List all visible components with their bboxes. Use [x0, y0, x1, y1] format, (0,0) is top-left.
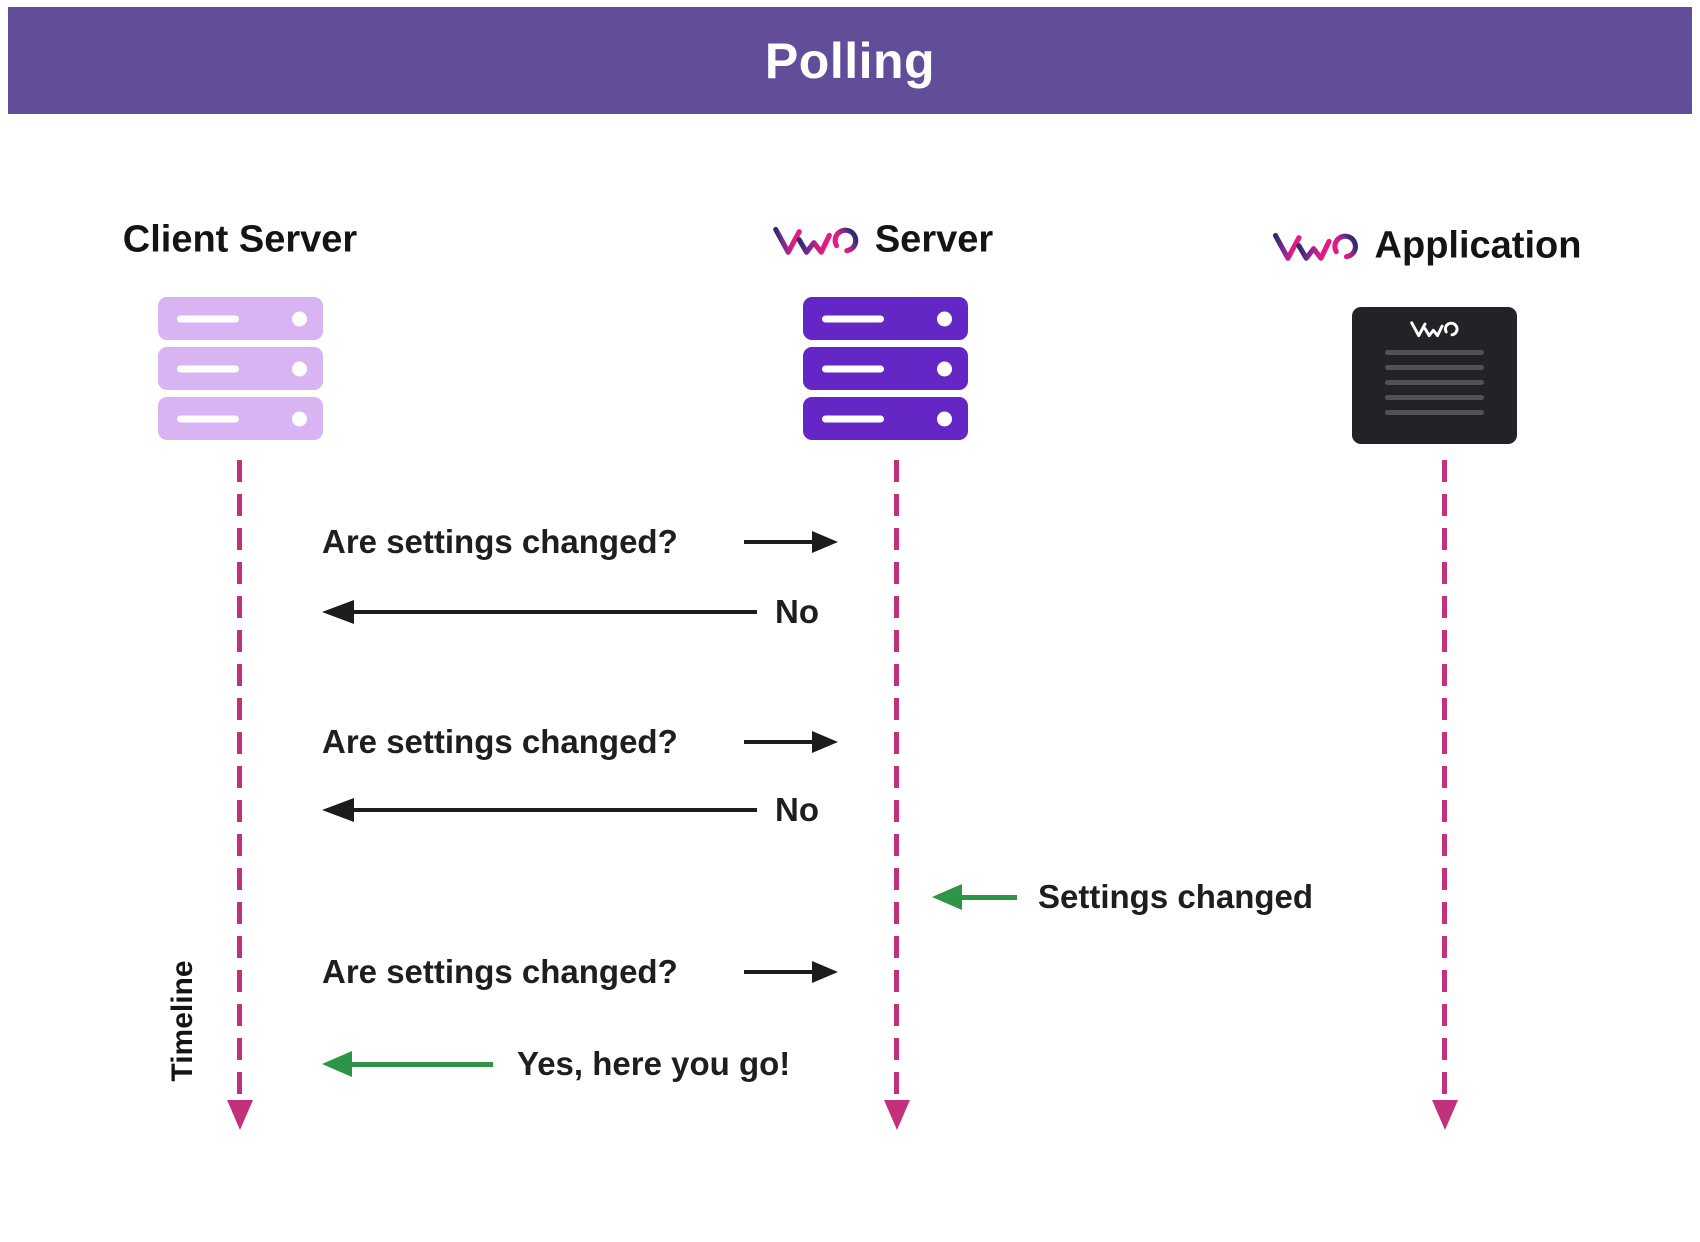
server-bar-line — [177, 315, 239, 322]
vwo-application-label: Application — [1374, 224, 1582, 267]
message-text: Are settings changed? — [322, 953, 678, 990]
arrow-right-icon — [812, 531, 838, 553]
app-line — [1385, 380, 1484, 385]
vwo-server-label: Server — [874, 218, 994, 261]
actor-heading-vwo-application: Application — [1272, 224, 1582, 268]
message-text: No — [775, 791, 819, 828]
message-text: No — [775, 593, 819, 630]
server-bar-line — [822, 415, 884, 422]
vwo-logo-icon — [1272, 232, 1358, 261]
arrow-right-line — [744, 540, 812, 544]
message-text: Are settings changed? — [322, 523, 678, 560]
server-bar-dot — [292, 361, 307, 376]
message-text: Yes, here you go! — [517, 1045, 791, 1082]
message-text: Settings changed — [1038, 878, 1314, 915]
server-bar-dot — [937, 311, 952, 326]
green-arrow-left-line — [960, 895, 1017, 900]
vwo-logo-icon — [773, 226, 859, 255]
arrow-left-line — [354, 610, 757, 614]
arrow-right-icon — [812, 731, 838, 753]
server-bar-dot — [292, 311, 307, 326]
header-bar: Polling — [8, 7, 1692, 114]
server-bar-line — [822, 365, 884, 372]
message-text: Are settings changed? — [322, 723, 678, 760]
vwo-application-icon — [1352, 307, 1517, 444]
server-bar-icon — [803, 297, 968, 340]
server-bar-line — [822, 315, 884, 322]
server-bar-line — [177, 365, 239, 372]
lifeline-vwo-server — [894, 460, 899, 1100]
app-line — [1385, 410, 1484, 415]
lifeline-arrowhead-icon — [227, 1100, 253, 1130]
lifeline-client-server — [237, 460, 242, 1100]
app-line — [1385, 365, 1484, 370]
client-server-label: Client Server — [122, 218, 358, 261]
server-bar-dot — [937, 361, 952, 376]
server-bar-dot — [292, 411, 307, 426]
server-bar-icon — [803, 397, 968, 440]
server-bar-icon — [158, 397, 323, 440]
server-bar-icon — [803, 347, 968, 390]
app-content-lines — [1385, 350, 1484, 415]
app-line — [1385, 395, 1484, 400]
vwo-server-icon — [803, 297, 968, 440]
server-bar-icon — [158, 347, 323, 390]
client-server-icon — [158, 297, 323, 440]
arrow-left-line — [354, 808, 757, 812]
app-line — [1385, 350, 1484, 355]
lifeline-arrowhead-icon — [1432, 1100, 1458, 1130]
server-bar-line — [177, 415, 239, 422]
page-title: Polling — [764, 32, 936, 89]
actor-heading-client-server: Client Server — [123, 219, 357, 262]
lifeline-vwo-application — [1442, 460, 1447, 1100]
vwo-logo-white-icon — [1409, 321, 1459, 338]
actor-heading-vwo-server: Server — [773, 219, 993, 262]
arrow-left-icon — [322, 600, 354, 624]
green-arrow-left-icon — [932, 884, 962, 910]
timeline-label: Timeline — [166, 960, 199, 1082]
server-bar-icon — [158, 297, 323, 340]
lifeline-arrowhead-icon — [884, 1100, 910, 1130]
arrow-right-icon — [812, 961, 838, 983]
green-arrow-left-icon — [322, 1051, 352, 1077]
green-arrow-left-line — [350, 1062, 493, 1067]
arrow-right-line — [744, 970, 812, 974]
arrow-right-line — [744, 740, 812, 744]
server-bar-dot — [937, 411, 952, 426]
arrow-left-icon — [322, 798, 354, 822]
